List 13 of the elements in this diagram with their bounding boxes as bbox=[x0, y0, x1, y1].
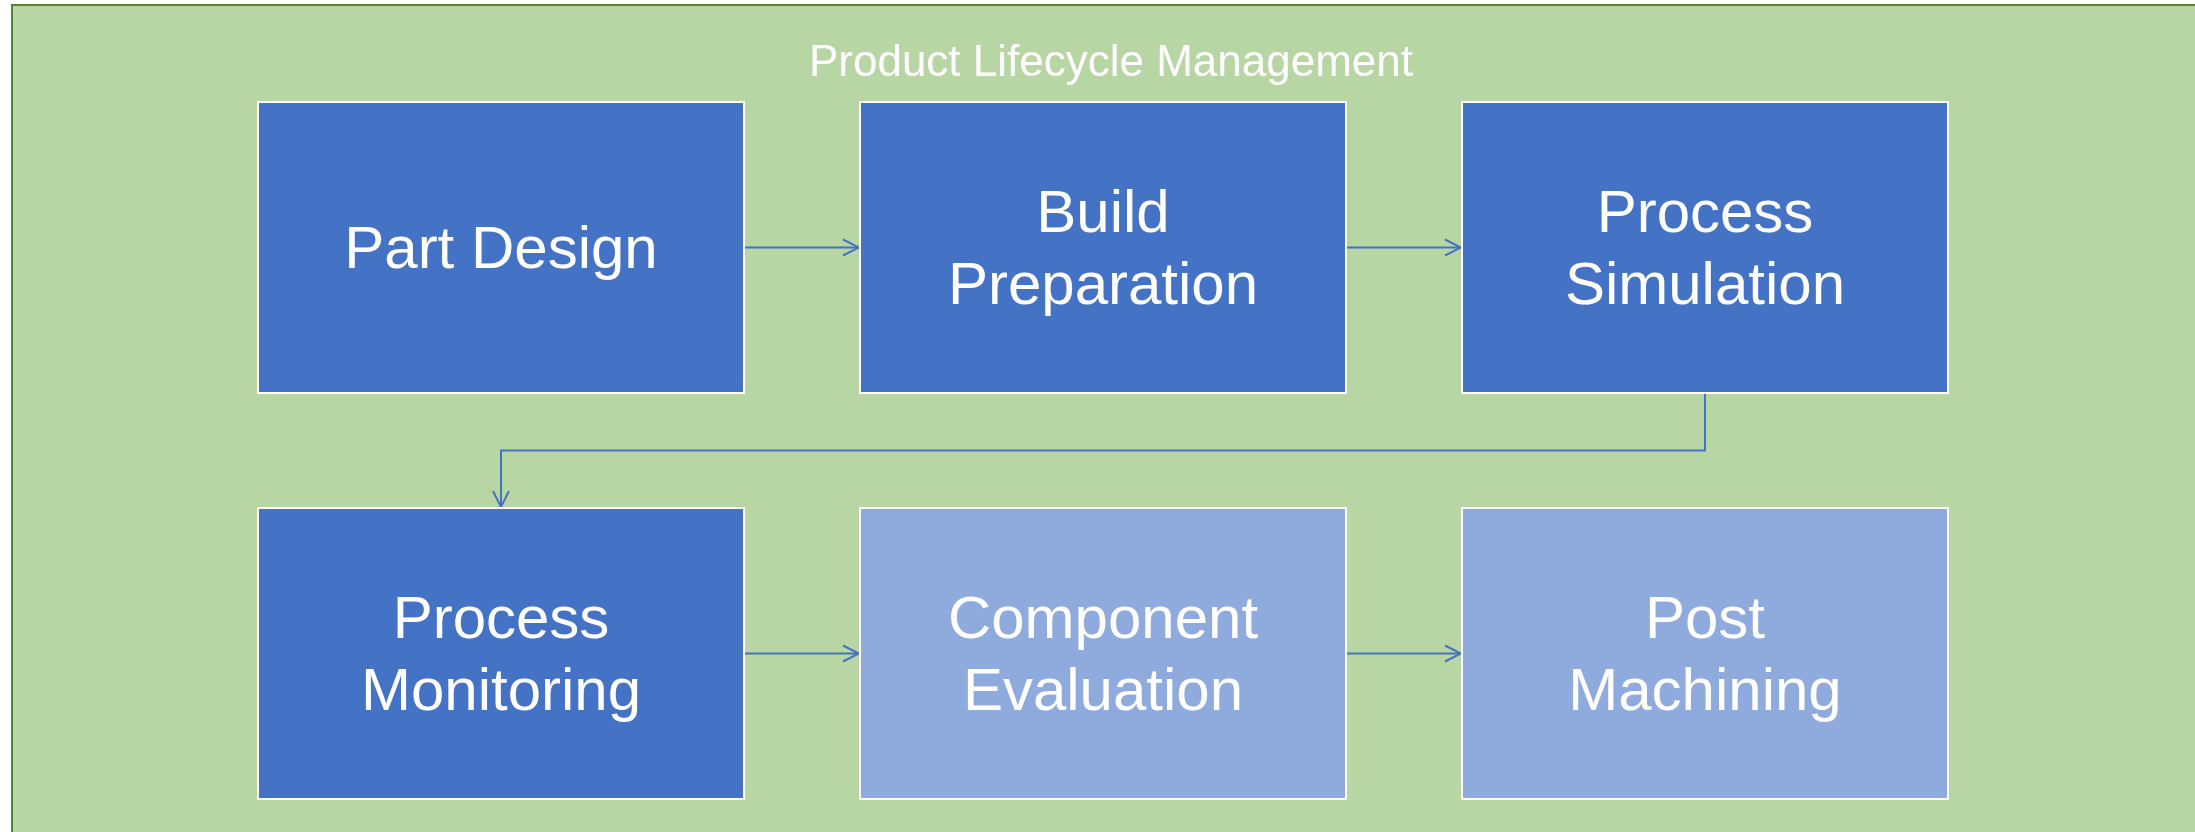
arrow bbox=[492, 393, 1706, 508]
process-box: Component Evaluation bbox=[859, 507, 1347, 800]
container-panel bbox=[11, 4, 2195, 832]
arrow bbox=[744, 644, 860, 663]
process-box: Process Monitoring bbox=[257, 507, 745, 800]
process-box: Part Design bbox=[257, 101, 745, 394]
arrow bbox=[1346, 238, 1462, 257]
arrow bbox=[744, 238, 860, 257]
process-box: Process Simulation bbox=[1461, 101, 1949, 394]
panel-heading: Product Lifecycle Management bbox=[808, 36, 1414, 86]
process-box: Post Machining bbox=[1461, 507, 1949, 800]
process-box: Build Preparation bbox=[859, 101, 1347, 394]
arrow bbox=[1346, 644, 1462, 663]
